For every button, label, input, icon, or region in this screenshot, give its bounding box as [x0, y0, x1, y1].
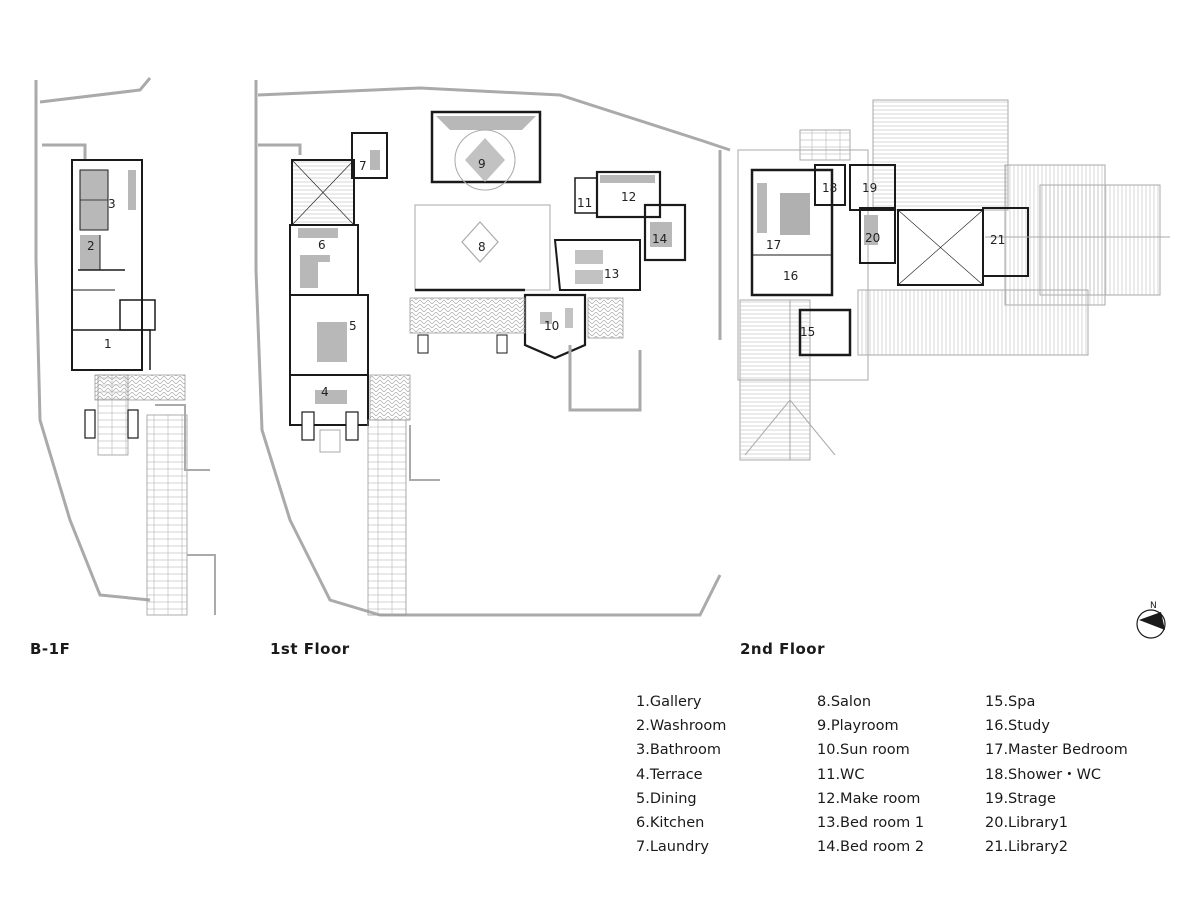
- room-number-9: 9: [478, 157, 486, 171]
- legend-item: 3.Bathroom: [636, 742, 722, 759]
- room-number-5: 5: [349, 319, 357, 333]
- legend-column-1: 1.Gallery 2.Washroom 3.Bathroom 4.Terrac…: [636, 690, 726, 859]
- legend-item: 18.Shower・WC: [985, 766, 1102, 783]
- room-number-13: 13: [604, 267, 619, 281]
- room-number-10: 10: [544, 319, 559, 333]
- north-label: N: [1150, 601, 1157, 611]
- floor-plan-b1f: 1 2 3: [34, 77, 216, 616]
- floor-plan-2f: 15 16 17 18 19 20 21: [737, 99, 1170, 461]
- legend-item: 19.Strage: [985, 790, 1056, 807]
- legend-column-2: 8.Salon 9.Playroom 10.Sun room 11.WC 12.…: [817, 690, 924, 859]
- room-number-8: 8: [478, 240, 486, 254]
- room-number-20: 20: [865, 231, 880, 245]
- floor-title-2f: 2nd Floor: [740, 640, 825, 658]
- room-number-14: 14: [652, 232, 667, 246]
- legend-item: 20.Library1: [985, 815, 1068, 832]
- room-number-11: 11: [577, 196, 592, 210]
- room-number-15: 15: [800, 325, 815, 339]
- legend-item: 8.Salon: [817, 694, 872, 710]
- room-number-1: 1: [104, 337, 112, 351]
- room-number-16: 16: [783, 269, 798, 283]
- room-number-12: 12: [621, 190, 636, 204]
- legend-item: 5.Dining: [636, 790, 697, 807]
- room-number-2: 2: [87, 239, 95, 253]
- room-number-17: 17: [766, 238, 781, 252]
- legend-item: 21.Library2: [985, 839, 1068, 856]
- floor-title-b1f: B-1F: [30, 640, 71, 658]
- legend-item: 9.Playroom: [817, 718, 899, 735]
- room-number-3: 3: [108, 197, 116, 211]
- floor-title-1f: 1st Floor: [270, 640, 350, 658]
- legend-item: 14.Bed room 2: [817, 839, 925, 856]
- room-number-21: 21: [990, 233, 1005, 247]
- legend-item: 6.Kitchen: [636, 815, 705, 832]
- legend-item: 11.WC: [817, 766, 865, 783]
- legend-item: 4.Terrace: [636, 766, 703, 783]
- legend-item: 17.Master Bedroom: [985, 742, 1128, 759]
- floor-plan-1f: 4 5 6 7 8 9 10 11 12 13 14: [254, 80, 731, 617]
- legend-item: 2.Washroom: [636, 718, 727, 735]
- room-number-6: 6: [318, 238, 326, 252]
- legend-item: 7.Laundry: [636, 839, 709, 856]
- room-number-4: 4: [321, 385, 329, 399]
- legend-item: 12.Make room: [817, 790, 921, 807]
- north-arrow-icon: N: [1133, 600, 1169, 640]
- room-number-7: 7: [359, 159, 367, 173]
- legend-item: 1.Gallery: [636, 694, 702, 710]
- legend-item: 16.Study: [985, 718, 1050, 735]
- legend-item: 13.Bed room 1: [817, 815, 925, 832]
- legend-item: 15.Spa: [985, 694, 1036, 710]
- room-number-18: 18: [822, 181, 837, 195]
- legend-item: 10.Sun room: [817, 742, 910, 759]
- legend-column-3: 15.Spa 16.Study 17.Master Bedroom 18.Sho…: [985, 690, 1128, 859]
- room-number-19: 19: [862, 181, 877, 195]
